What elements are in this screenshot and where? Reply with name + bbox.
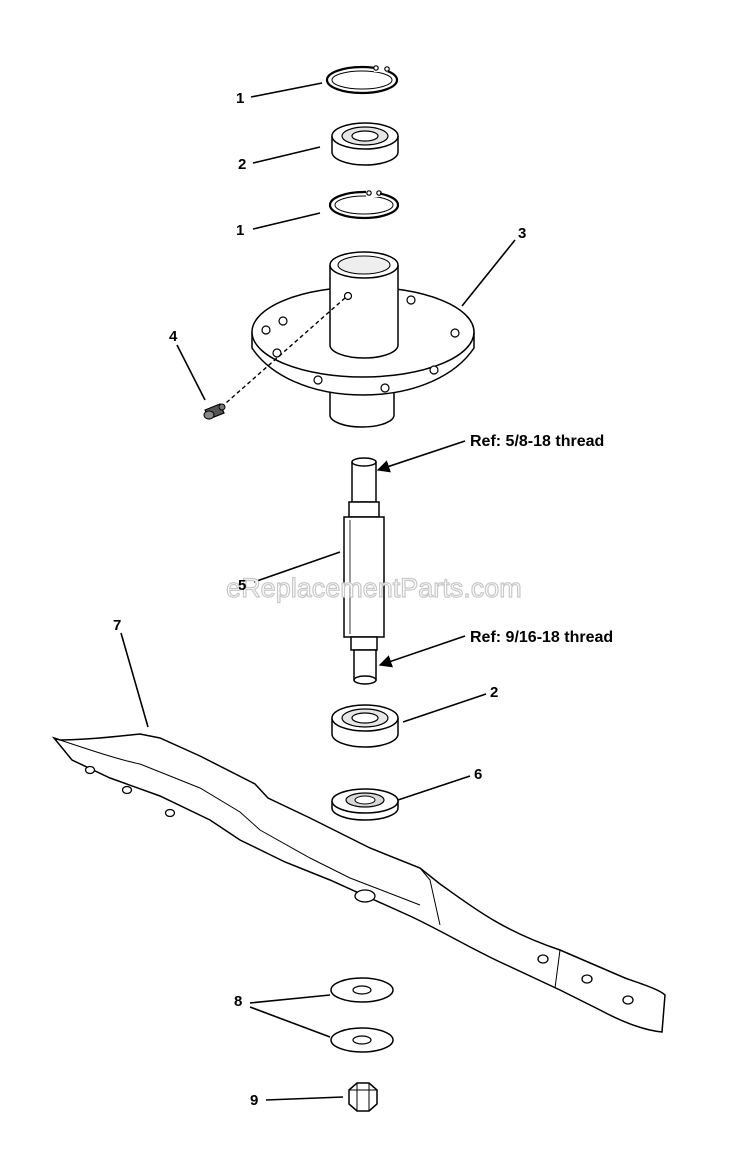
callout-2-bottom: 2 (490, 684, 498, 701)
callout-1-middle: 1 (236, 222, 244, 239)
washer-upper (330, 977, 394, 1003)
hex-nut (348, 1082, 378, 1112)
grease-fitting (203, 297, 346, 420)
callout-5: 5 (238, 577, 246, 594)
spacer (331, 788, 399, 821)
callout-7: 7 (113, 617, 121, 634)
callout-1-top: 1 (236, 90, 244, 107)
callout-6: 6 (474, 766, 482, 783)
mower-blade (51, 733, 666, 1033)
bearing-top (331, 122, 399, 166)
callout-4: 4 (169, 328, 178, 345)
leader-lines (120, 82, 516, 1101)
callout-2-top: 2 (238, 156, 246, 173)
spindle-housing (251, 251, 475, 428)
watermark-text: eReplacementParts.com (226, 573, 522, 603)
ref-bottom-thread: Ref: 9/16-18 thread (470, 629, 613, 646)
snap-ring-top (325, 63, 399, 95)
ref-top-thread: Ref: 5/8-18 thread (470, 433, 604, 450)
washer-lower (330, 1027, 394, 1053)
callout-9: 9 (250, 1092, 258, 1109)
callout-3: 3 (518, 225, 526, 242)
bearing-bottom (331, 704, 399, 748)
snap-ring-middle (328, 188, 400, 220)
spindle-shaft (343, 457, 385, 685)
callout-8: 8 (234, 993, 242, 1010)
